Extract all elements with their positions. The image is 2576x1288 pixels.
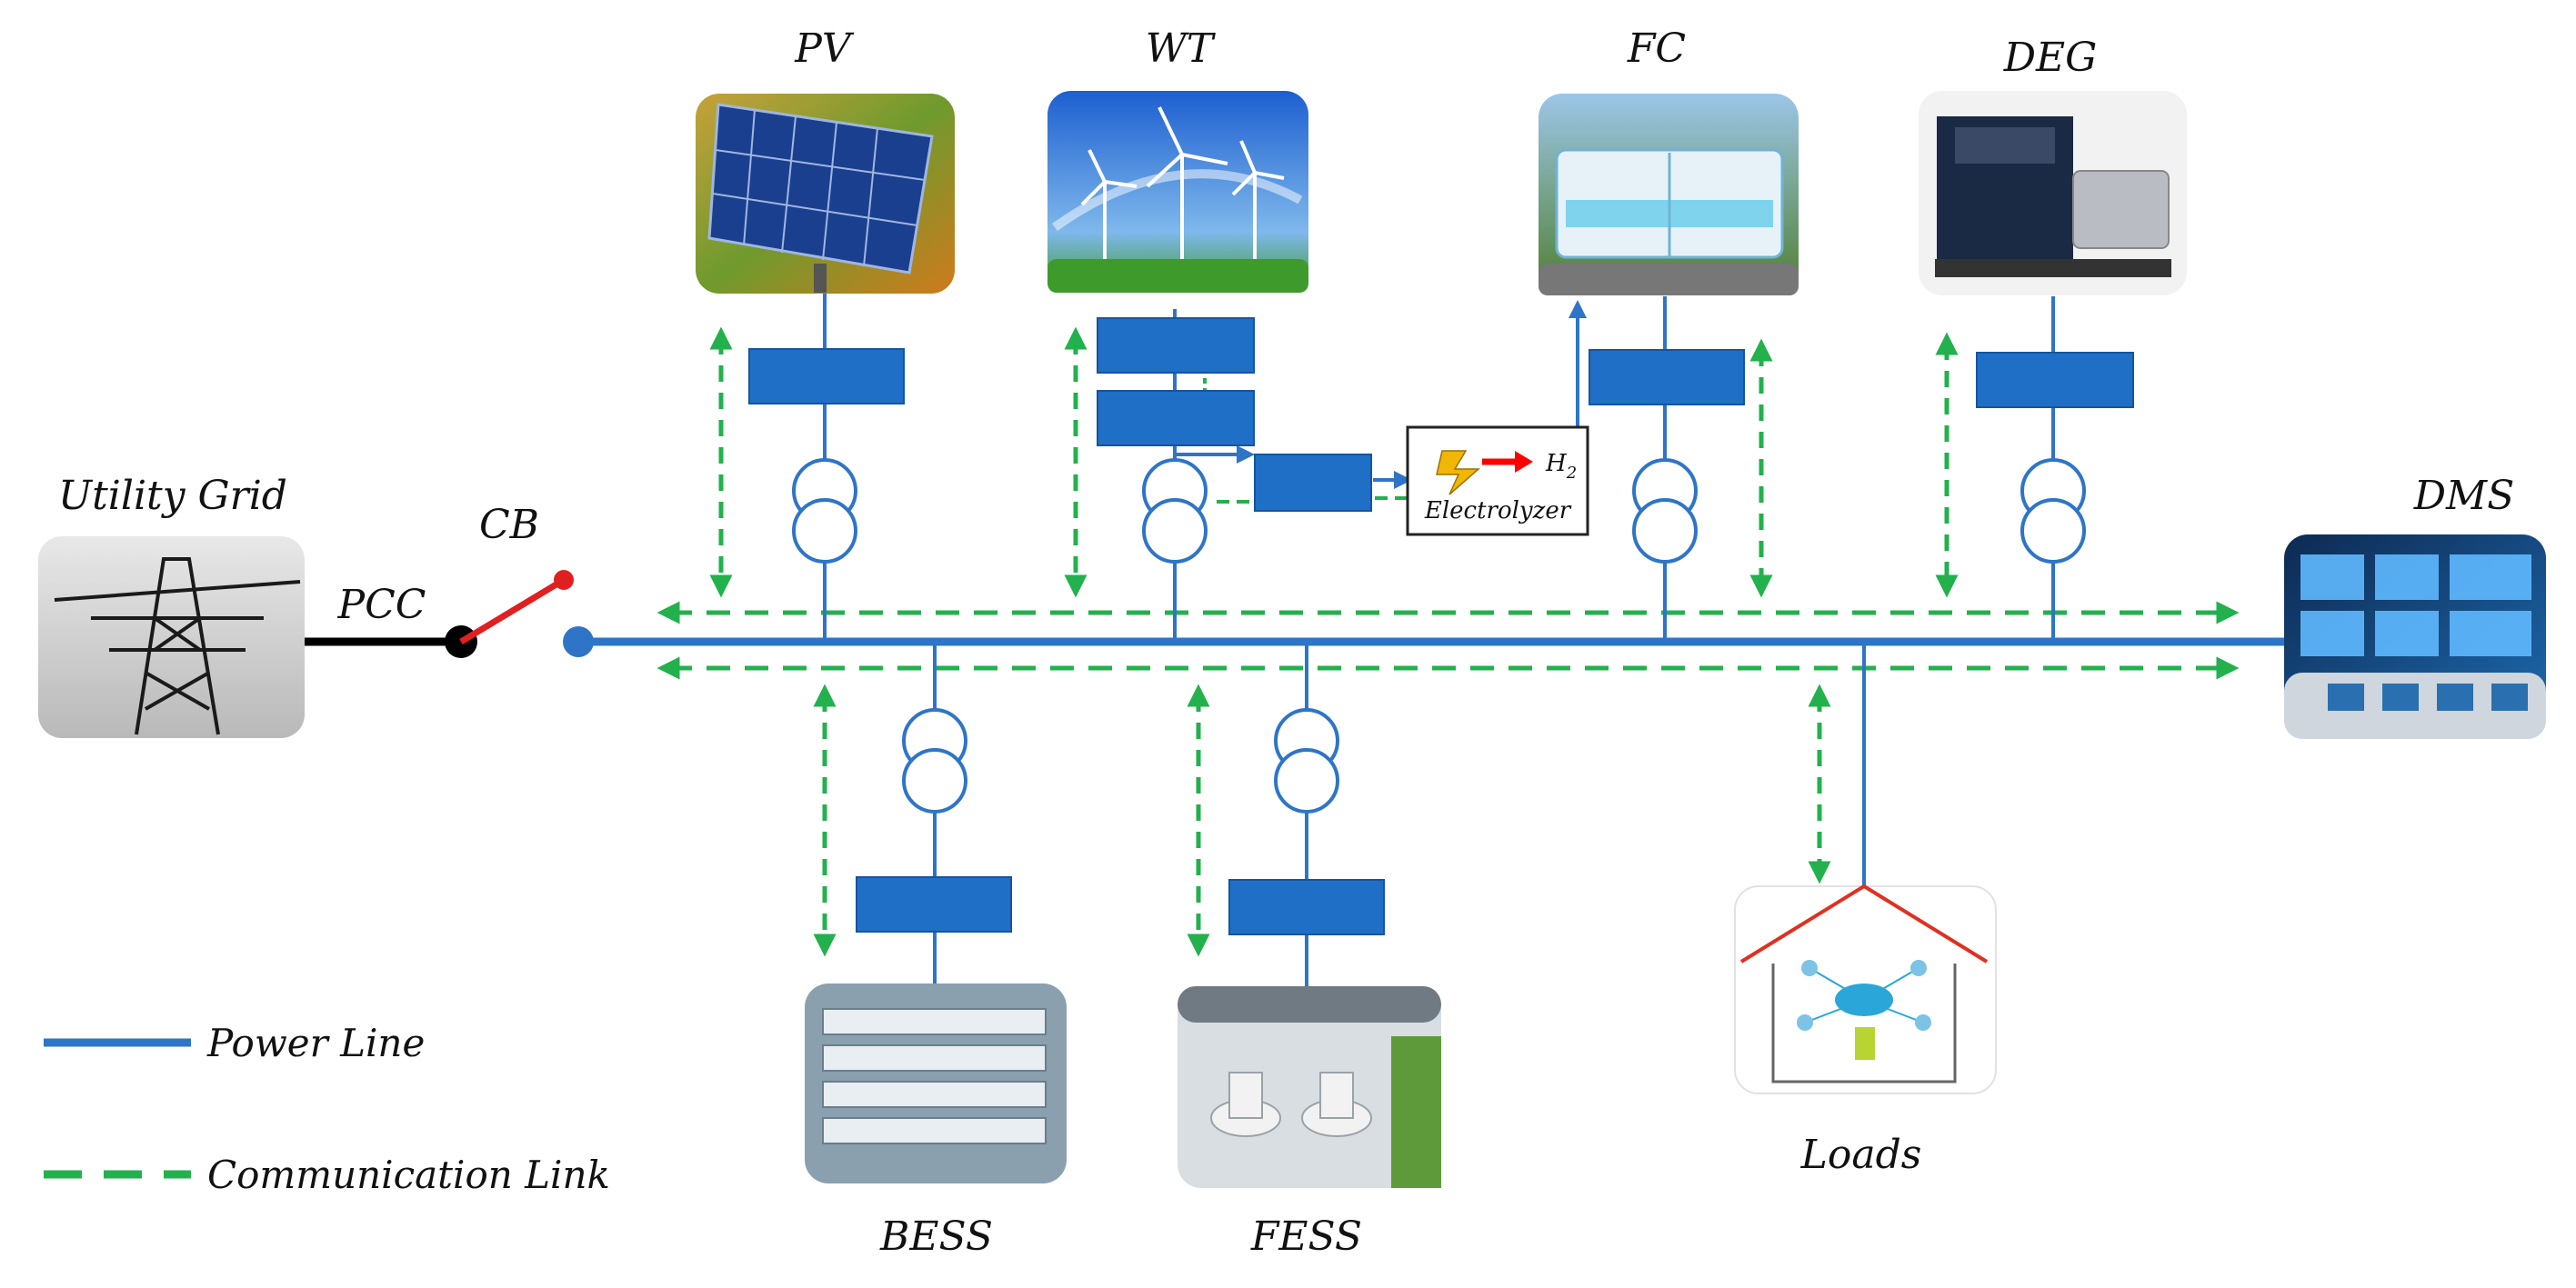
- flywheel-storage-photo-icon: [1178, 986, 1441, 1188]
- power-bus: [563, 626, 2284, 657]
- transmission-tower-photo-icon: [38, 536, 305, 738]
- labels: PV WT FC DEG Utility Grid CB PCC DMS BES…: [58, 25, 2514, 1260]
- comm-link-electrolyzer: [1217, 496, 1409, 504]
- fuel-cell-photo-icon: [1539, 94, 1799, 295]
- lightning-icon: [1436, 450, 1480, 495]
- fess-transformer: [1274, 708, 1339, 814]
- circuit-breaker-tip: [554, 570, 574, 590]
- electrolyzer-label: Electrolyzer: [1424, 497, 1572, 524]
- dms-label: DMS: [2413, 473, 2514, 519]
- red-arrowhead-icon: [1515, 451, 1533, 473]
- bess-transformer: [902, 708, 967, 814]
- wt-converter-2: [1097, 390, 1255, 446]
- pv-label: PV: [794, 25, 855, 72]
- bess-converter: [856, 876, 1012, 933]
- deg-transformer: [2020, 458, 2086, 564]
- deg-label: DEG: [2003, 35, 2098, 81]
- pcc-label: PCC: [337, 582, 426, 628]
- transformers: [792, 458, 2086, 814]
- h2-label: H2: [1545, 450, 1577, 483]
- electrolyzer-converter: [1254, 454, 1372, 512]
- wt-label: WT: [1146, 25, 1217, 72]
- legend: Power Line Communication Link: [44, 1021, 610, 1197]
- smart-home-icon: [1734, 884, 1997, 1094]
- fess-converter: [1228, 879, 1385, 935]
- wind-turbine-photo-icon: [1047, 91, 1308, 293]
- communication-links: [709, 326, 1959, 957]
- fess-label: FESS: [1250, 1213, 1362, 1260]
- legend-power-line-label: Power Line: [206, 1021, 425, 1065]
- pv-converter: [748, 348, 905, 404]
- electrolyzer-box: [1406, 425, 1589, 536]
- loads-label: Loads: [1800, 1132, 1922, 1178]
- circuit-breaker[interactable]: [459, 577, 566, 644]
- converters: [748, 317, 2134, 935]
- wt-transformer: [1142, 458, 1208, 564]
- deg-converter: [1976, 352, 2134, 408]
- solar-panel-photo-icon: [696, 94, 955, 294]
- legend-communication-label: Communication Link: [207, 1153, 610, 1197]
- pv-transformer: [792, 458, 857, 564]
- fc-label: FC: [1627, 25, 1686, 72]
- communication-bus: [657, 601, 2240, 680]
- electrolyzer: H2 Electrolyzer: [1406, 425, 1589, 536]
- wt-converter-1: [1097, 317, 1255, 374]
- grid-connection: [305, 570, 574, 658]
- cb-label: CB: [479, 502, 539, 548]
- control-room-photo-icon: [2284, 534, 2546, 739]
- fc-transformer: [1632, 458, 1698, 564]
- diesel-generator-photo-icon: [1919, 91, 2187, 295]
- bess-label: BESS: [879, 1213, 993, 1260]
- fc-converter: [1589, 349, 1745, 405]
- utility-grid-label: Utility Grid: [58, 473, 287, 519]
- battery-storage-photo-icon: [805, 983, 1067, 1183]
- bus-node: [563, 626, 594, 657]
